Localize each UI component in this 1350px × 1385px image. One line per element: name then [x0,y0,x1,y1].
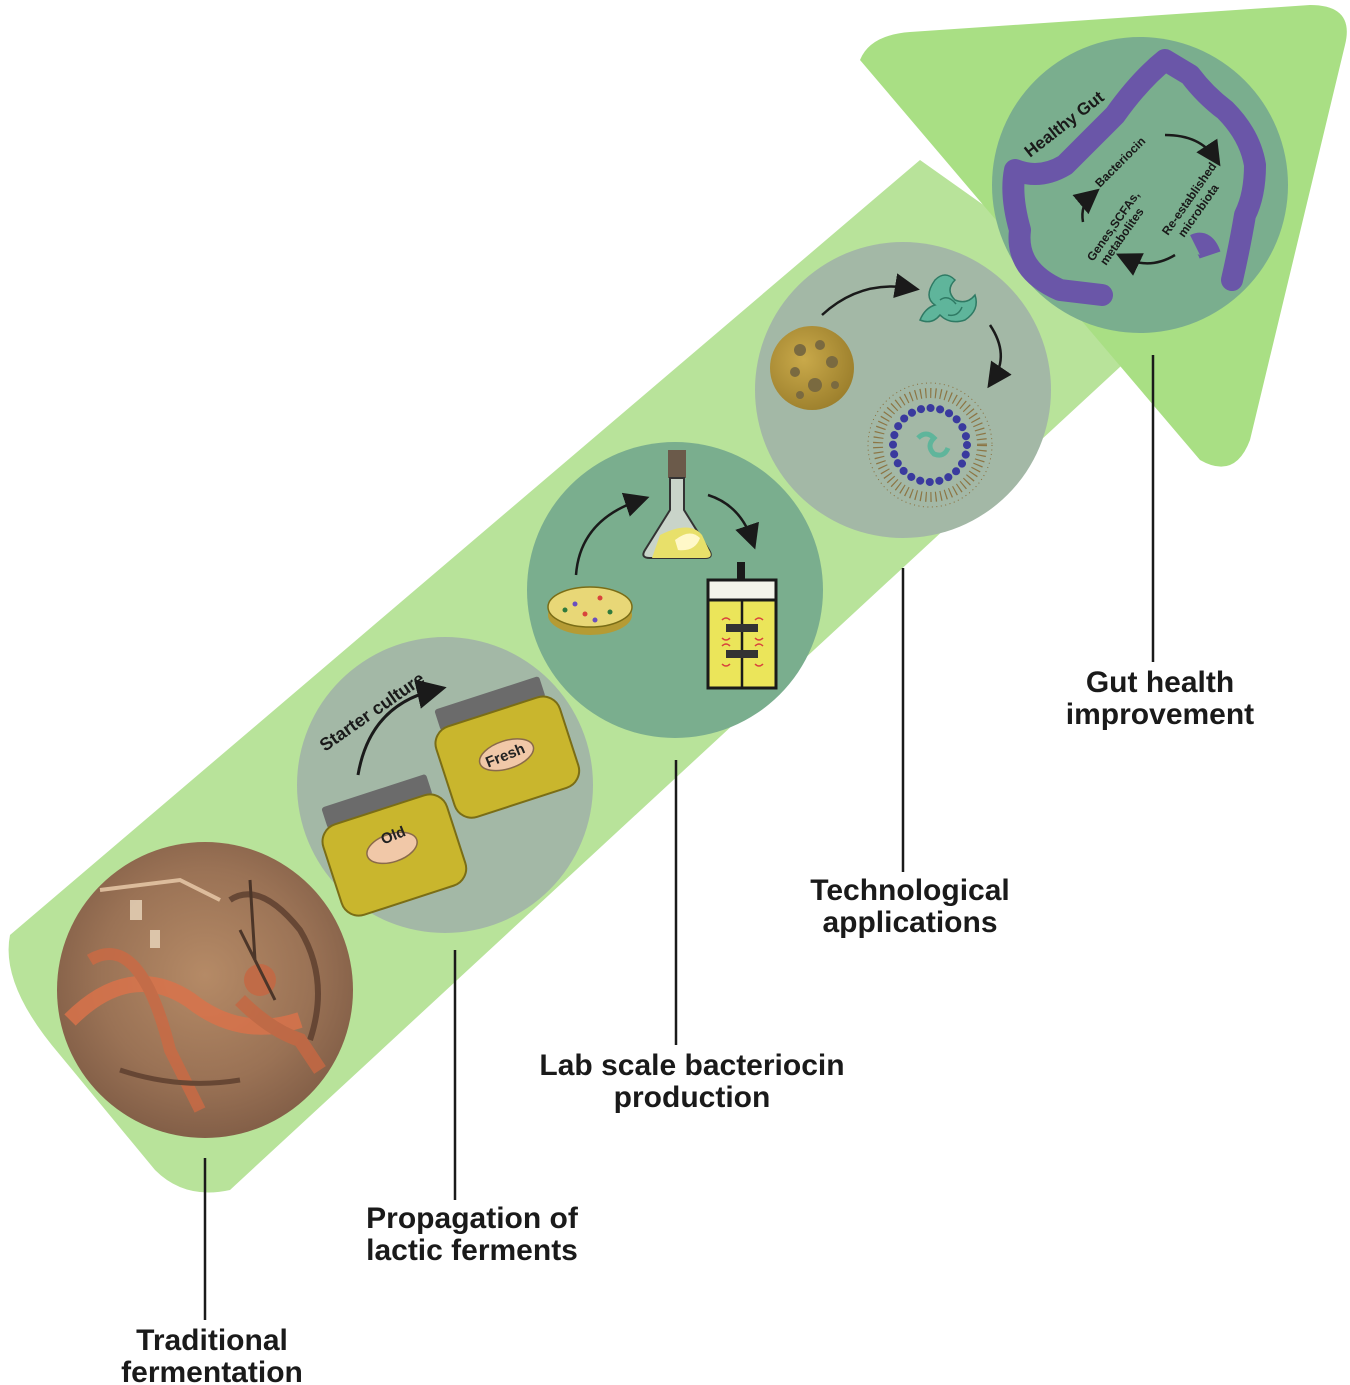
gut-circle: Healthy Gut Bacteriocin Genes,SCFAs, met… [992,37,1288,333]
gut-arrow-3 [1072,188,1100,223]
lab-arrow-1 [574,492,650,576]
gut-arrow-1 [1164,133,1221,167]
technological-label-2: applications [822,906,997,939]
colon-icon [1002,49,1266,306]
lab-circle [527,442,823,738]
micelle-icon [867,382,993,508]
propagation-circle: Old Fresh Starter culture [297,637,593,933]
technological-circle [755,242,1051,538]
tech-arrow-2 [987,324,1012,389]
gut-label-1: Gut health [1086,666,1234,699]
lab-label-2: production [614,1081,771,1114]
gut-label-2: improvement [1066,698,1254,731]
bioreactor-icon [706,562,778,690]
lab-label-1: Lab scale bacteriocin [539,1049,844,1082]
starter-arrow [356,679,447,776]
traditional-label-2: fermentation [121,1356,303,1385]
culture-plate-icon [770,326,854,410]
stage-labels: Traditional fermentation Propagation of … [121,666,1254,1385]
propagation-label-2: lactic ferments [366,1234,578,1267]
flask-icon [642,450,712,559]
propagation-label-1: Propagation of [366,1202,579,1235]
leader-lines [203,355,1155,1320]
gut-arrow-2 [1115,253,1176,276]
protein-icon [919,274,977,323]
fresh-jar [434,676,581,819]
lab-arrow-2 [707,493,759,550]
tech-arrow-1 [821,273,920,316]
technological-label-1: Technological [810,874,1009,907]
petri-dish-icon [547,586,633,635]
old-jar [321,774,468,917]
traditional-label-1: Traditional [136,1324,288,1357]
traditional-fermentation-image [57,842,353,1138]
